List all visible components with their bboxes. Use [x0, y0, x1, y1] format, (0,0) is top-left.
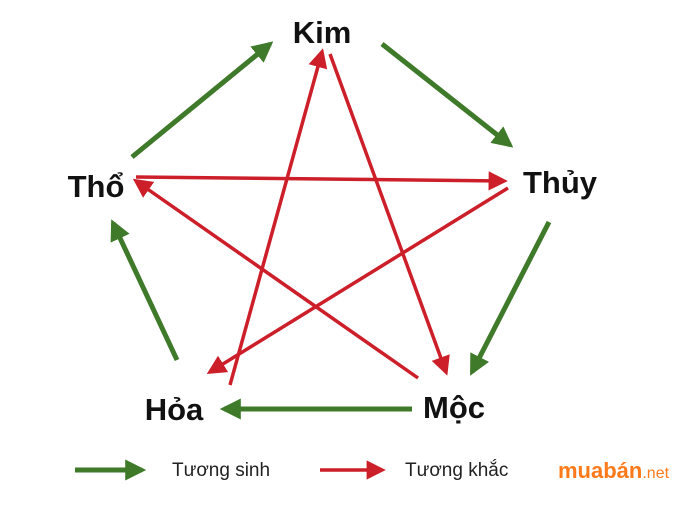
overcoming-arrow-tho-to-thuy [135, 171, 508, 191]
generating-arrow-hoa-to-tho [110, 219, 180, 362]
overcoming-cycle [132, 48, 509, 386]
legend-generating-label: Tương sinh [172, 460, 270, 481]
generating-arrow-thuy-to-moc [469, 220, 552, 376]
logo-text: muabán.net [558, 458, 670, 483]
generating-arrow-kim-to-thuy [380, 42, 514, 148]
overcoming-arrow-kim-to-moc [328, 53, 450, 376]
legend-overcoming-label: Tương khắc [405, 459, 508, 481]
logo-suffix: .net [642, 465, 669, 482]
legend: Tương sinh Tương khắc [75, 459, 508, 481]
node-hoa: Hỏa [145, 392, 204, 427]
logo-brand: muabán [558, 458, 642, 483]
overcoming-arrow-moc-to-tho [132, 178, 420, 380]
muaban-logo: muabán.net [558, 458, 670, 483]
element-labels: Kim Thủy Mộc Hỏa Thổ [68, 15, 598, 427]
overcoming-arrow-thuy-to-hoa [206, 186, 509, 375]
node-moc: Mộc [423, 390, 485, 425]
node-kim: Kim [293, 15, 352, 50]
node-thuy: Thủy [523, 165, 598, 200]
generating-cycle [110, 41, 552, 420]
node-tho: Thổ [68, 169, 125, 204]
generating-arrow-tho-to-kim [130, 41, 274, 159]
overcoming-arrow-hoa-to-kim [228, 48, 328, 386]
